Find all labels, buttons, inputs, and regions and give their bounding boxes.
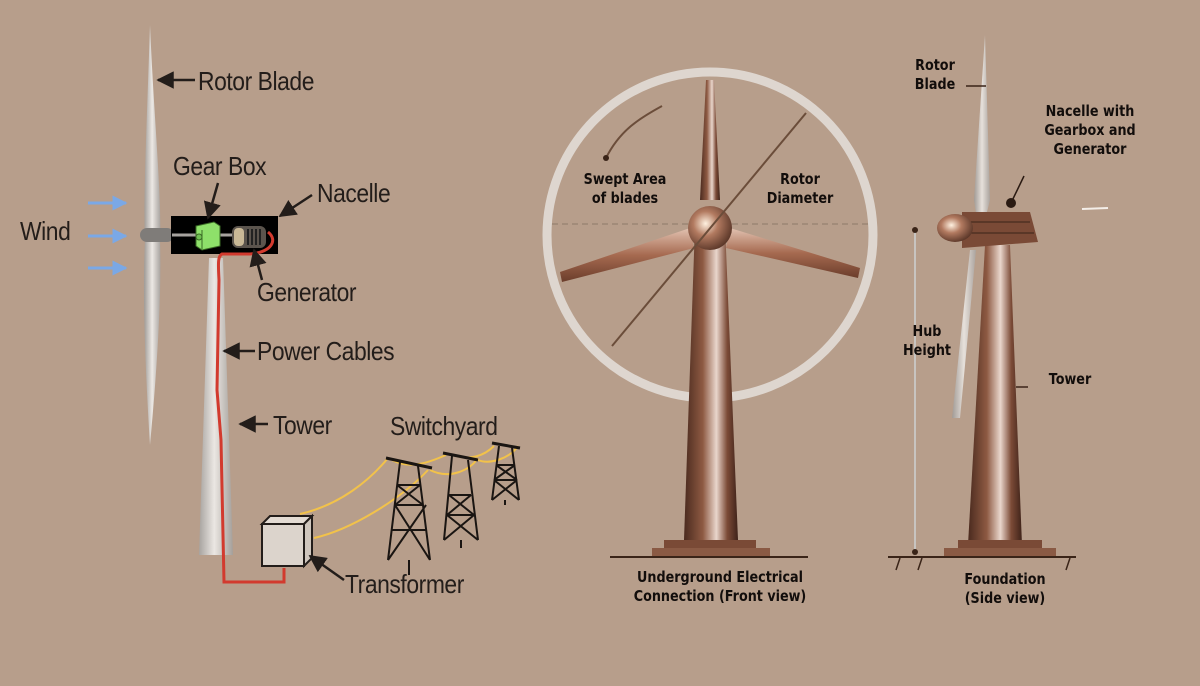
gearbox-icon (195, 221, 221, 251)
tower-shape (199, 258, 233, 555)
label-rotor-diameter: Rotor Diameter (766, 170, 834, 207)
label-transformer: Transformer (345, 569, 464, 599)
label-power-cables: Power Cables (257, 336, 395, 366)
label-tower: Tower (273, 410, 332, 440)
transformer-icon (259, 513, 315, 569)
power-lines (299, 445, 519, 539)
label-wind: Wind (20, 216, 71, 246)
left-turbine-schematic (88, 25, 521, 584)
label-side-nacelle: Nacelle with Gearbox and Generator (1044, 102, 1136, 158)
front-view-turbine (542, 67, 878, 558)
caption-side-view: Foundation (Side view) (964, 570, 1046, 607)
power-cable (215, 230, 286, 584)
label-rotor-blade: Rotor Blade (198, 66, 314, 96)
hub-shaft (140, 228, 174, 242)
label-nacelle: Nacelle (317, 178, 391, 208)
label-hub-height: Hub Height (903, 322, 951, 359)
label-switchyard: Switchyard (390, 411, 498, 441)
side-view-turbine (888, 35, 1109, 571)
label-arrows (156, 71, 345, 582)
wind-arrows-icon (88, 195, 128, 276)
generator-icon (232, 226, 266, 248)
label-side-rotor-blade: Rotor Blade (914, 56, 956, 93)
label-swept-area: Swept Area of blades (583, 170, 667, 207)
label-side-tower: Tower (1048, 370, 1092, 388)
label-generator: Generator (257, 277, 357, 307)
label-gear-box: Gear Box (173, 151, 267, 181)
switchyard-towers-icon (385, 441, 521, 575)
caption-front-view: Underground Electrical Connection (Front… (633, 568, 807, 605)
